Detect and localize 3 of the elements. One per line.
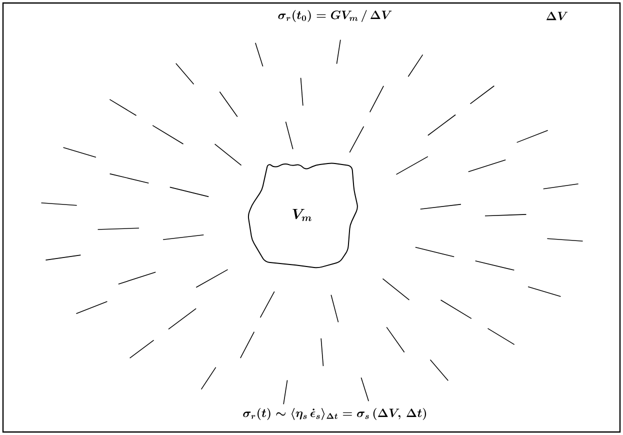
- formula: $\sigma_r(t_0) = GV_m \,/\, \Delta V$: [278, 10, 392, 22]
- formula: $\sigma_r(t) \sim \langle \eta_s \, \dot{\epsilon}_s \rangle_{\Delta t} = \sigma_s\,(\Delta V,\, \Delta t)$: [243, 408, 426, 420]
- volume-label: $\Delta V$: [546, 12, 568, 20]
